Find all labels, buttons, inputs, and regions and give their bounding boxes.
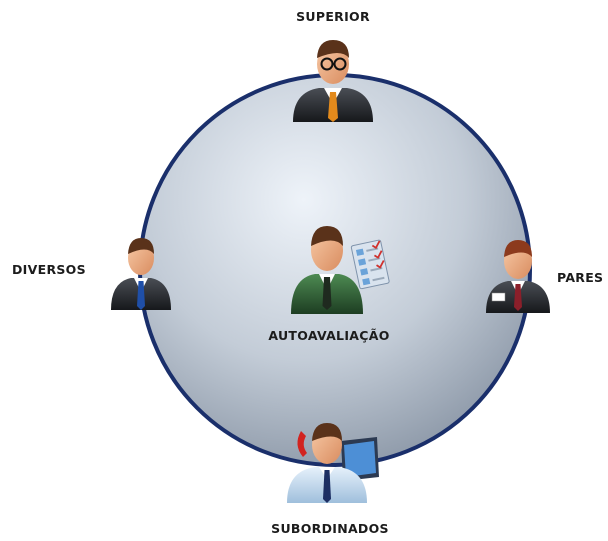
employee-badge-icon	[486, 240, 550, 313]
self-evaluation-checklist-icon	[291, 226, 390, 314]
node-label-diversos: DIVERSOS	[12, 262, 86, 277]
businessman-icon	[111, 238, 171, 310]
manager-glasses-icon	[293, 40, 373, 122]
node-label-pares: PARES	[557, 270, 604, 285]
evaluation-circle	[138, 73, 532, 467]
node-label-superior: SUPERIOR	[296, 9, 370, 24]
node-label-autoavaliacao: AUTOAVALIAÇÃO	[268, 328, 390, 343]
employee-phone-laptop-icon	[287, 423, 379, 503]
node-label-subordinados: SUBORDINADOS	[271, 521, 389, 536]
